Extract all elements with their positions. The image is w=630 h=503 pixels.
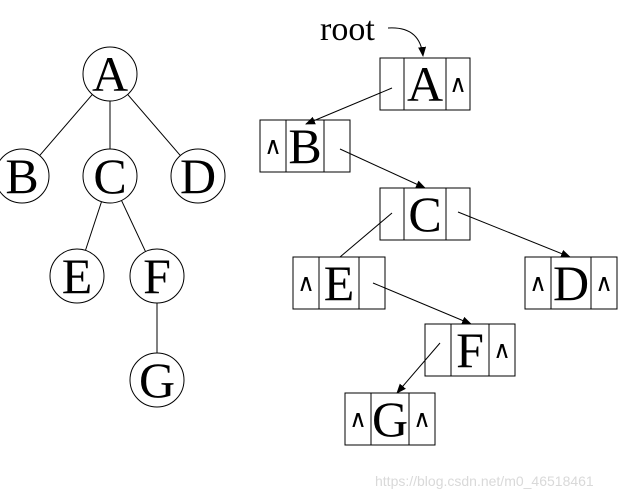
tree-node-circle bbox=[170, 148, 226, 204]
list-node-G: G∧ ∧ bbox=[344, 391, 436, 447]
tree-node-label: E bbox=[62, 248, 93, 304]
tree-node-label: G bbox=[139, 352, 175, 408]
list-node-B: B∧ bbox=[259, 118, 351, 174]
root-pointer-arrow bbox=[387, 27, 427, 57]
tree-node-circle bbox=[129, 352, 185, 408]
list-node-label: F bbox=[456, 322, 484, 378]
tree-node-label: C bbox=[93, 148, 126, 204]
list-node-box bbox=[259, 119, 351, 173]
tree-node-F: F bbox=[129, 248, 185, 304]
list-node-box bbox=[424, 323, 516, 377]
pointer-B-to-C bbox=[339, 148, 426, 189]
tree-node-label: A bbox=[92, 46, 128, 102]
list-node-A: A∧ bbox=[379, 56, 471, 112]
tree-node-circle bbox=[129, 248, 185, 304]
pointer-C-to-E bbox=[339, 212, 393, 258]
list-node-box bbox=[379, 57, 471, 111]
tree-node-circle bbox=[82, 148, 138, 204]
null-pointer-left: ∧ bbox=[529, 271, 547, 297]
tree-node-circle bbox=[82, 46, 138, 102]
tree-node-circle bbox=[49, 248, 105, 304]
null-pointer-right: ∧ bbox=[413, 407, 431, 433]
list-node-label: B bbox=[288, 118, 321, 174]
pointer-A-to-B bbox=[305, 87, 393, 125]
tree-node-C: C bbox=[82, 148, 138, 204]
null-pointer-right: ∧ bbox=[493, 338, 511, 364]
list-node-box bbox=[524, 256, 618, 310]
tree-edge-A-B bbox=[39, 94, 93, 156]
list-node-label: E bbox=[324, 255, 355, 311]
null-pointer-left: ∧ bbox=[349, 407, 367, 433]
tree-node-label: F bbox=[143, 248, 171, 304]
pointer-C-to-D bbox=[457, 211, 571, 258]
null-pointer-right: ∧ bbox=[449, 72, 467, 98]
binary-list-diagram: A∧B∧CE∧D∧∧F∧G∧∧root bbox=[259, 11, 618, 447]
list-node-C: C bbox=[379, 186, 471, 242]
list-node-label: D bbox=[553, 255, 589, 311]
tree-edge-C-F bbox=[121, 200, 146, 252]
list-node-D: D∧ ∧ bbox=[524, 255, 618, 311]
root-label: root bbox=[320, 11, 375, 48]
list-node-label: G bbox=[372, 391, 408, 447]
tree-edge-A-D bbox=[127, 94, 181, 156]
tree-node-A: A bbox=[82, 46, 138, 102]
tree-node-G: G bbox=[129, 352, 185, 408]
tree-node-circle bbox=[0, 148, 50, 204]
list-node-label: A bbox=[407, 56, 443, 112]
list-node-label: C bbox=[408, 186, 441, 242]
null-pointer-left: ∧ bbox=[264, 134, 282, 160]
watermark-text: https://blog.csdn.net/m0_46518461 bbox=[375, 473, 594, 489]
tree-node-D: D bbox=[170, 148, 226, 204]
tree-node-B: B bbox=[0, 148, 50, 204]
tree-node-label: D bbox=[180, 148, 216, 204]
pointer-E-to-F bbox=[372, 282, 472, 325]
tree-edge-C-E bbox=[84, 201, 103, 251]
null-pointer-left: ∧ bbox=[297, 271, 315, 297]
pointer-F-to-G bbox=[396, 342, 441, 394]
null-pointer-right: ∧ bbox=[595, 271, 613, 297]
tree-node-E: E bbox=[49, 248, 105, 304]
tree-node-label: B bbox=[5, 148, 38, 204]
list-node-E: E∧ bbox=[292, 255, 386, 311]
list-node-box bbox=[344, 392, 436, 446]
list-node-F: F∧ bbox=[424, 322, 516, 378]
list-node-box bbox=[292, 256, 386, 310]
